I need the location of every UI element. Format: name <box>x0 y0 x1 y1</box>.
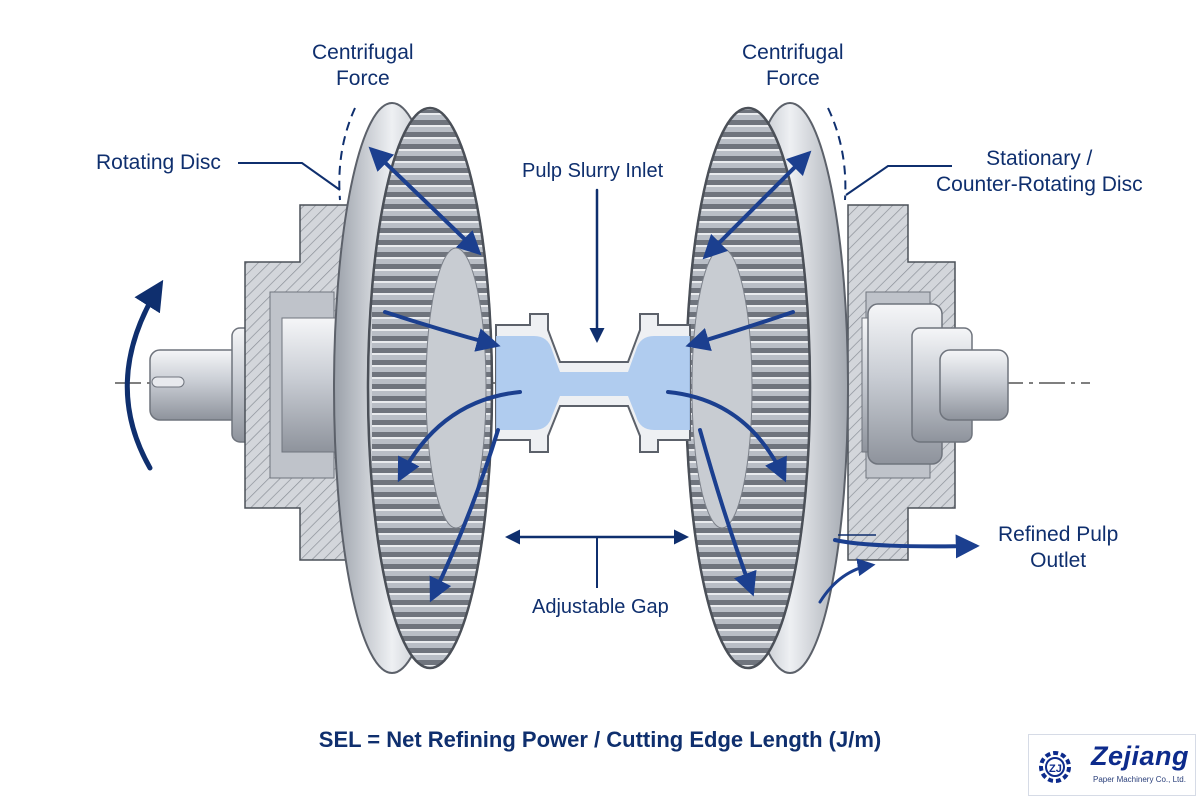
rotation-arrow <box>124 279 164 471</box>
centrifugal-force-label-left: Centrifugal Force <box>312 41 414 90</box>
right-centrifugal-arrow <box>702 150 812 260</box>
right-shaft-assembly <box>847 204 1009 561</box>
stationary-disc-label: Stationary / Counter-Rotating Disc <box>936 147 1143 196</box>
stationary-disc-leader <box>845 165 952 196</box>
adjustable-gap-label: Adjustable Gap <box>532 596 669 618</box>
right-force-arc <box>827 107 847 201</box>
pulp-inlet-label: Pulp Slurry Inlet <box>522 160 664 182</box>
logo-tagline: Paper Machinery Co., Ltd. <box>1093 775 1186 784</box>
left-shaft-assembly <box>149 204 356 561</box>
rotating-disc-label: Rotating Disc <box>96 151 221 174</box>
keyway <box>151 376 185 388</box>
pulp-channel <box>495 313 691 453</box>
gear-icon: ZJ <box>1039 751 1071 783</box>
refined-outlet-label: Refined Pulp Outlet <box>998 523 1119 572</box>
stationary-disc <box>684 102 849 674</box>
svg-text:ZJ: ZJ <box>1049 763 1062 775</box>
company-logo: ZJ Zejiang Paper Machinery Co., Ltd. <box>1028 734 1196 796</box>
centrifugal-force-label-right: Centrifugal Force <box>742 41 844 90</box>
left-force-arc <box>338 107 356 201</box>
rotating-disc-leader <box>238 162 341 191</box>
logo-name: Zejiang <box>1091 741 1190 771</box>
sel-formula: SEL = Net Refining Power / Cutting Edge … <box>318 727 882 752</box>
left-centrifugal-arrow <box>368 146 482 256</box>
flow-arrows <box>368 146 980 604</box>
